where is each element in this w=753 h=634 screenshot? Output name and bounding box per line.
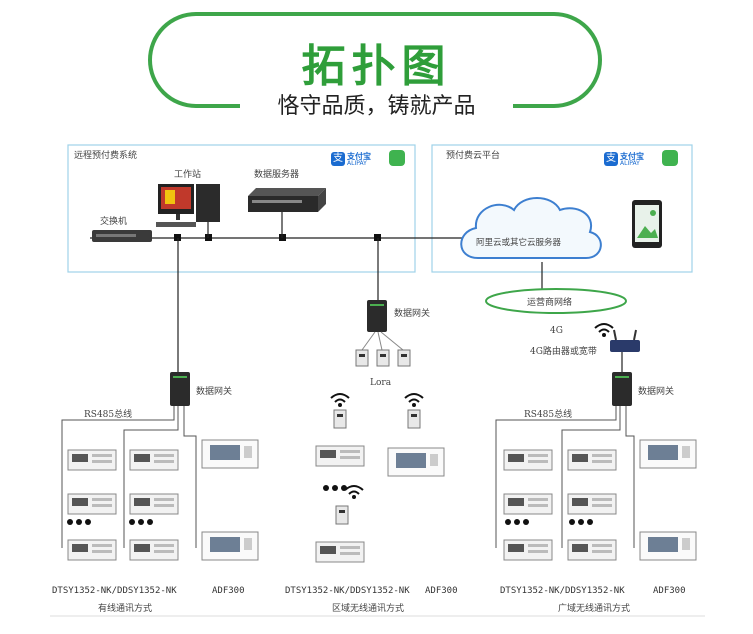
more-devices-dots [67,519,91,525]
regional-gateway-device [367,300,387,332]
junction-node [374,234,381,241]
alipay-label: 支付宝 [347,152,371,161]
lora-module [355,349,369,367]
page-title: 拓扑图 [301,41,452,92]
wireless-signal-icon [404,393,424,407]
energy-meter [129,449,179,471]
lora-label: Lora [370,378,392,388]
wechat-icon [662,150,678,166]
adf300-meter [387,447,445,477]
switch-device [92,230,152,242]
operator-network-label: 运营商网络 [527,298,573,308]
energy-meter [129,539,179,561]
workstation-device [156,184,220,227]
regional-adf-label: ADF300 [425,586,458,596]
cloud-platform-panel [431,144,693,273]
energy-meter [503,449,553,471]
lora-module [397,349,411,367]
cloud-server-label: 阿里云或其它云服务器 [476,238,562,248]
label-4g: 4G [550,326,563,336]
alipay-icon: 支 [331,152,345,166]
energy-meter [567,449,617,471]
lora-module [376,349,390,367]
adf300-meter [639,439,697,469]
remote-system-title: 远程预付费系统 [74,151,138,161]
remote-system-panel [67,144,416,273]
data-server-device [248,188,326,212]
alipay-sub-label: ALIPAY [620,160,640,167]
wired-meter-label: DTSY1352-NK/DDSY1352-NK [52,586,177,596]
energy-meter [129,493,179,515]
adf300-meter [201,439,259,469]
adf300-meter [639,531,697,561]
wired-gateway-device [170,372,190,406]
regional-meter-label: DTSY1352-NK/DDSY1352-NK [285,586,410,596]
operator-network-ellipse [485,288,627,314]
cloud-platform-title: 预付费云平台 [446,151,501,161]
wireless-signal-icon [330,393,350,407]
energy-meter [503,493,553,515]
wired-bus-label: RS485总线 [84,410,133,420]
wide-gateway-device [612,372,632,406]
wechat-icon [389,150,405,166]
energy-meter [567,493,617,515]
wired-gateway-label: 数据网关 [196,387,233,397]
cloud-server [460,197,602,259]
alipay-label: 支付宝 [620,152,644,161]
wide-bus-label: RS485总线 [524,410,573,420]
energy-meter [503,539,553,561]
router-label: 4G路由器或宽带 [530,347,597,357]
energy-meter [67,493,117,515]
more-devices-dots [505,519,529,525]
data-server-label: 数据服务器 [254,170,300,180]
more-devices-dots [569,519,593,525]
lora-module [335,505,349,525]
wired-mode-label: 有线通讯方式 [98,604,153,614]
more-devices-dots [323,485,347,491]
junction-node [174,234,181,241]
alipay-icon: 支 [604,152,618,166]
energy-meter [67,539,117,561]
energy-meter [567,539,617,561]
wide-meter-label: DTSY1352-NK/DDSY1352-NK [500,586,625,596]
wide-mode-label: 广域无线通讯方式 [558,604,631,614]
workstation-label: 工作站 [174,170,202,180]
energy-meter [315,445,365,467]
energy-meter [315,541,365,563]
lora-module [333,409,347,429]
more-devices-dots [129,519,153,525]
page-subtitle: 恪守品质，铸就产品 [240,92,513,122]
wired-adf-label: ADF300 [212,586,245,596]
switch-label: 交换机 [100,217,128,227]
energy-meter [67,449,117,471]
wide-gateway-label: 数据网关 [638,387,675,397]
regional-mode-label: 区域无线通讯方式 [332,604,405,614]
wireless-signal-icon [344,485,364,499]
wireless-signal-icon [594,323,614,337]
lora-module [407,409,421,429]
regional-gateway-label: 数据网关 [394,309,431,319]
router-device [610,329,640,352]
alipay-sub-label: ALIPAY [347,160,367,167]
adf300-meter [201,531,259,561]
wide-adf-label: ADF300 [653,586,686,596]
tablet-device [632,200,662,248]
